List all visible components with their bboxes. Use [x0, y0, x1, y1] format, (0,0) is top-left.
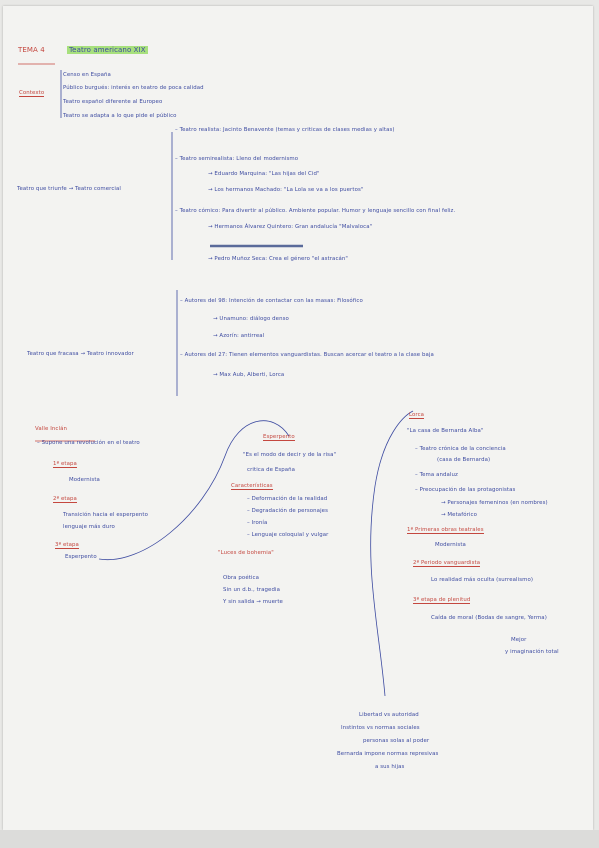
lorca-etapa1: 1ª Primeras obras teatrales: [407, 527, 484, 534]
contexto-line: Censo en España: [63, 72, 111, 78]
valle-etapa1: 1ª etapa: [53, 461, 77, 468]
realista-line: – Teatro realista: Jacinto Benavente (te…: [175, 127, 395, 133]
lorca-title: Lorca: [409, 412, 425, 419]
lorca-item: (casa de Bernarda): [437, 457, 491, 463]
valle-etapa2-line: lenguaje más duro: [63, 524, 115, 530]
luces-line: Obra poética: [223, 575, 260, 581]
esperpento-title: Esperpento: [263, 434, 295, 441]
lorca-item: – Teatro crónica de la conciencia: [415, 446, 506, 452]
semirealista-line: – Teatro semirealista: Lleno del moderni…: [175, 156, 299, 162]
valle-etapa3-text: Esperpento: [65, 554, 97, 560]
caracteristica-item: – Lenguaje coloquial y vulgar: [247, 532, 329, 538]
unamuno-line: → Unamuno: diálogo denso: [213, 316, 289, 322]
background-strip: [0, 830, 599, 848]
valle-etapa1-text: Modernista: [69, 477, 100, 483]
comico-line: – Teatro cómico: Para divertir al públic…: [175, 208, 456, 214]
munoz-line: → Pedro Muñoz Seca: Crea el género "el a…: [208, 256, 349, 262]
bottom-line: a sus hijas: [375, 764, 405, 770]
page-title: Teatro americano XIX: [67, 46, 148, 54]
lorca-etapa3-text: Caída de moral (Bodas de sangre, Yerma): [431, 615, 547, 621]
valle-etapa3: 3ª etapa: [55, 542, 79, 549]
alberti-line: → Max Aub, Alberti, Lorca: [213, 372, 285, 378]
azorin-line: → Azorín: antirreal: [213, 333, 265, 339]
machado-line: → Los hermanos Machado: "La Lola se va a…: [208, 187, 364, 193]
lorca-sub: → Metafórico: [441, 512, 477, 518]
tema-label: TEMA 4: [18, 46, 45, 54]
connector-valle-esperpento: [98, 420, 290, 561]
caracteristica-item: – Degradación de personajes: [247, 508, 328, 514]
bottom-line: Instintos vs normas sociales: [341, 725, 420, 731]
valle-intro: – Supone una revolución en el teatro: [37, 440, 140, 446]
bottom-line: personas solas al poder: [363, 738, 430, 744]
contexto-label: Contexto: [19, 90, 45, 97]
lorca-sub: → Personajes femeninos (en nombres): [441, 500, 548, 506]
caracteristicas-title: Características: [231, 483, 273, 490]
luces-line: Y sin salida → muerte: [223, 599, 283, 605]
lorca-etapa3: 3ª etapa de plenitud: [413, 597, 471, 604]
luces-title: "Luces de bohemia": [218, 550, 274, 556]
contexto-line: Teatro se adapta a lo que pide el públic…: [63, 113, 177, 119]
luces-line: Sin un d.b., tragedia: [223, 587, 280, 593]
esperpento-line: critica de España: [247, 467, 296, 473]
autores27-line: – Autores del 27: Tienen elementos vangu…: [180, 352, 434, 358]
caracteristica-item: – Deformación de la realidad: [247, 496, 328, 502]
quintero-line: → Hermanos Álvarez Quintero: Gran andalu…: [208, 224, 373, 230]
caracteristica-item: – Ironía: [247, 520, 268, 526]
esperpento-line: "Es el modo de decir y de la risa": [243, 452, 337, 458]
valle-etapa2-line: Transición hacia el esperpento: [63, 512, 149, 518]
valle-etapa2: 2ª etapa: [53, 496, 77, 503]
connector-lorca-bottom: [370, 410, 414, 697]
lorca-etapa3-sub: y imaginación total: [505, 649, 559, 655]
lorca-etapa1-text: Modernista: [435, 542, 466, 548]
lorca-quote: "La casa de Bernarda Alba": [407, 428, 484, 434]
mind-map-lines: [18, 63, 414, 697]
notebook-page: TEMA 4 Teatro americano XIX Contexto Cen…: [3, 6, 593, 830]
lorca-etapa3-sub: Mejor: [511, 637, 527, 643]
contexto-line: Público burgués: interés en teatro de po…: [63, 85, 204, 91]
bottom-line: Libertad vs autoridad: [359, 712, 419, 718]
valle-title: Valle Inclán: [35, 426, 67, 432]
lorca-etapa2-text: Lo realidad más oculta (surrealismo): [431, 577, 534, 583]
triunfe-label: Teatro que triunfe → Teatro comercial: [17, 186, 122, 192]
fracasa-label: Teatro que fracasa → Teatro innovador: [27, 351, 134, 357]
autores98-line: – Autores del 98: Intención de contactar…: [180, 298, 363, 304]
marquina-line: → Eduardo Marquina: "Las hijas del Cid": [208, 171, 320, 177]
bottom-line: Bernarda impone normas represivas: [337, 751, 439, 757]
lorca-etapa2: 2ª Periodo vanguardista: [413, 560, 481, 567]
contexto-line: Teatro español diferente al Europeo: [63, 99, 163, 105]
lorca-item: – Preocupación de las protagonistas: [415, 487, 516, 493]
lorca-item: – Tema andaluz: [415, 472, 458, 478]
